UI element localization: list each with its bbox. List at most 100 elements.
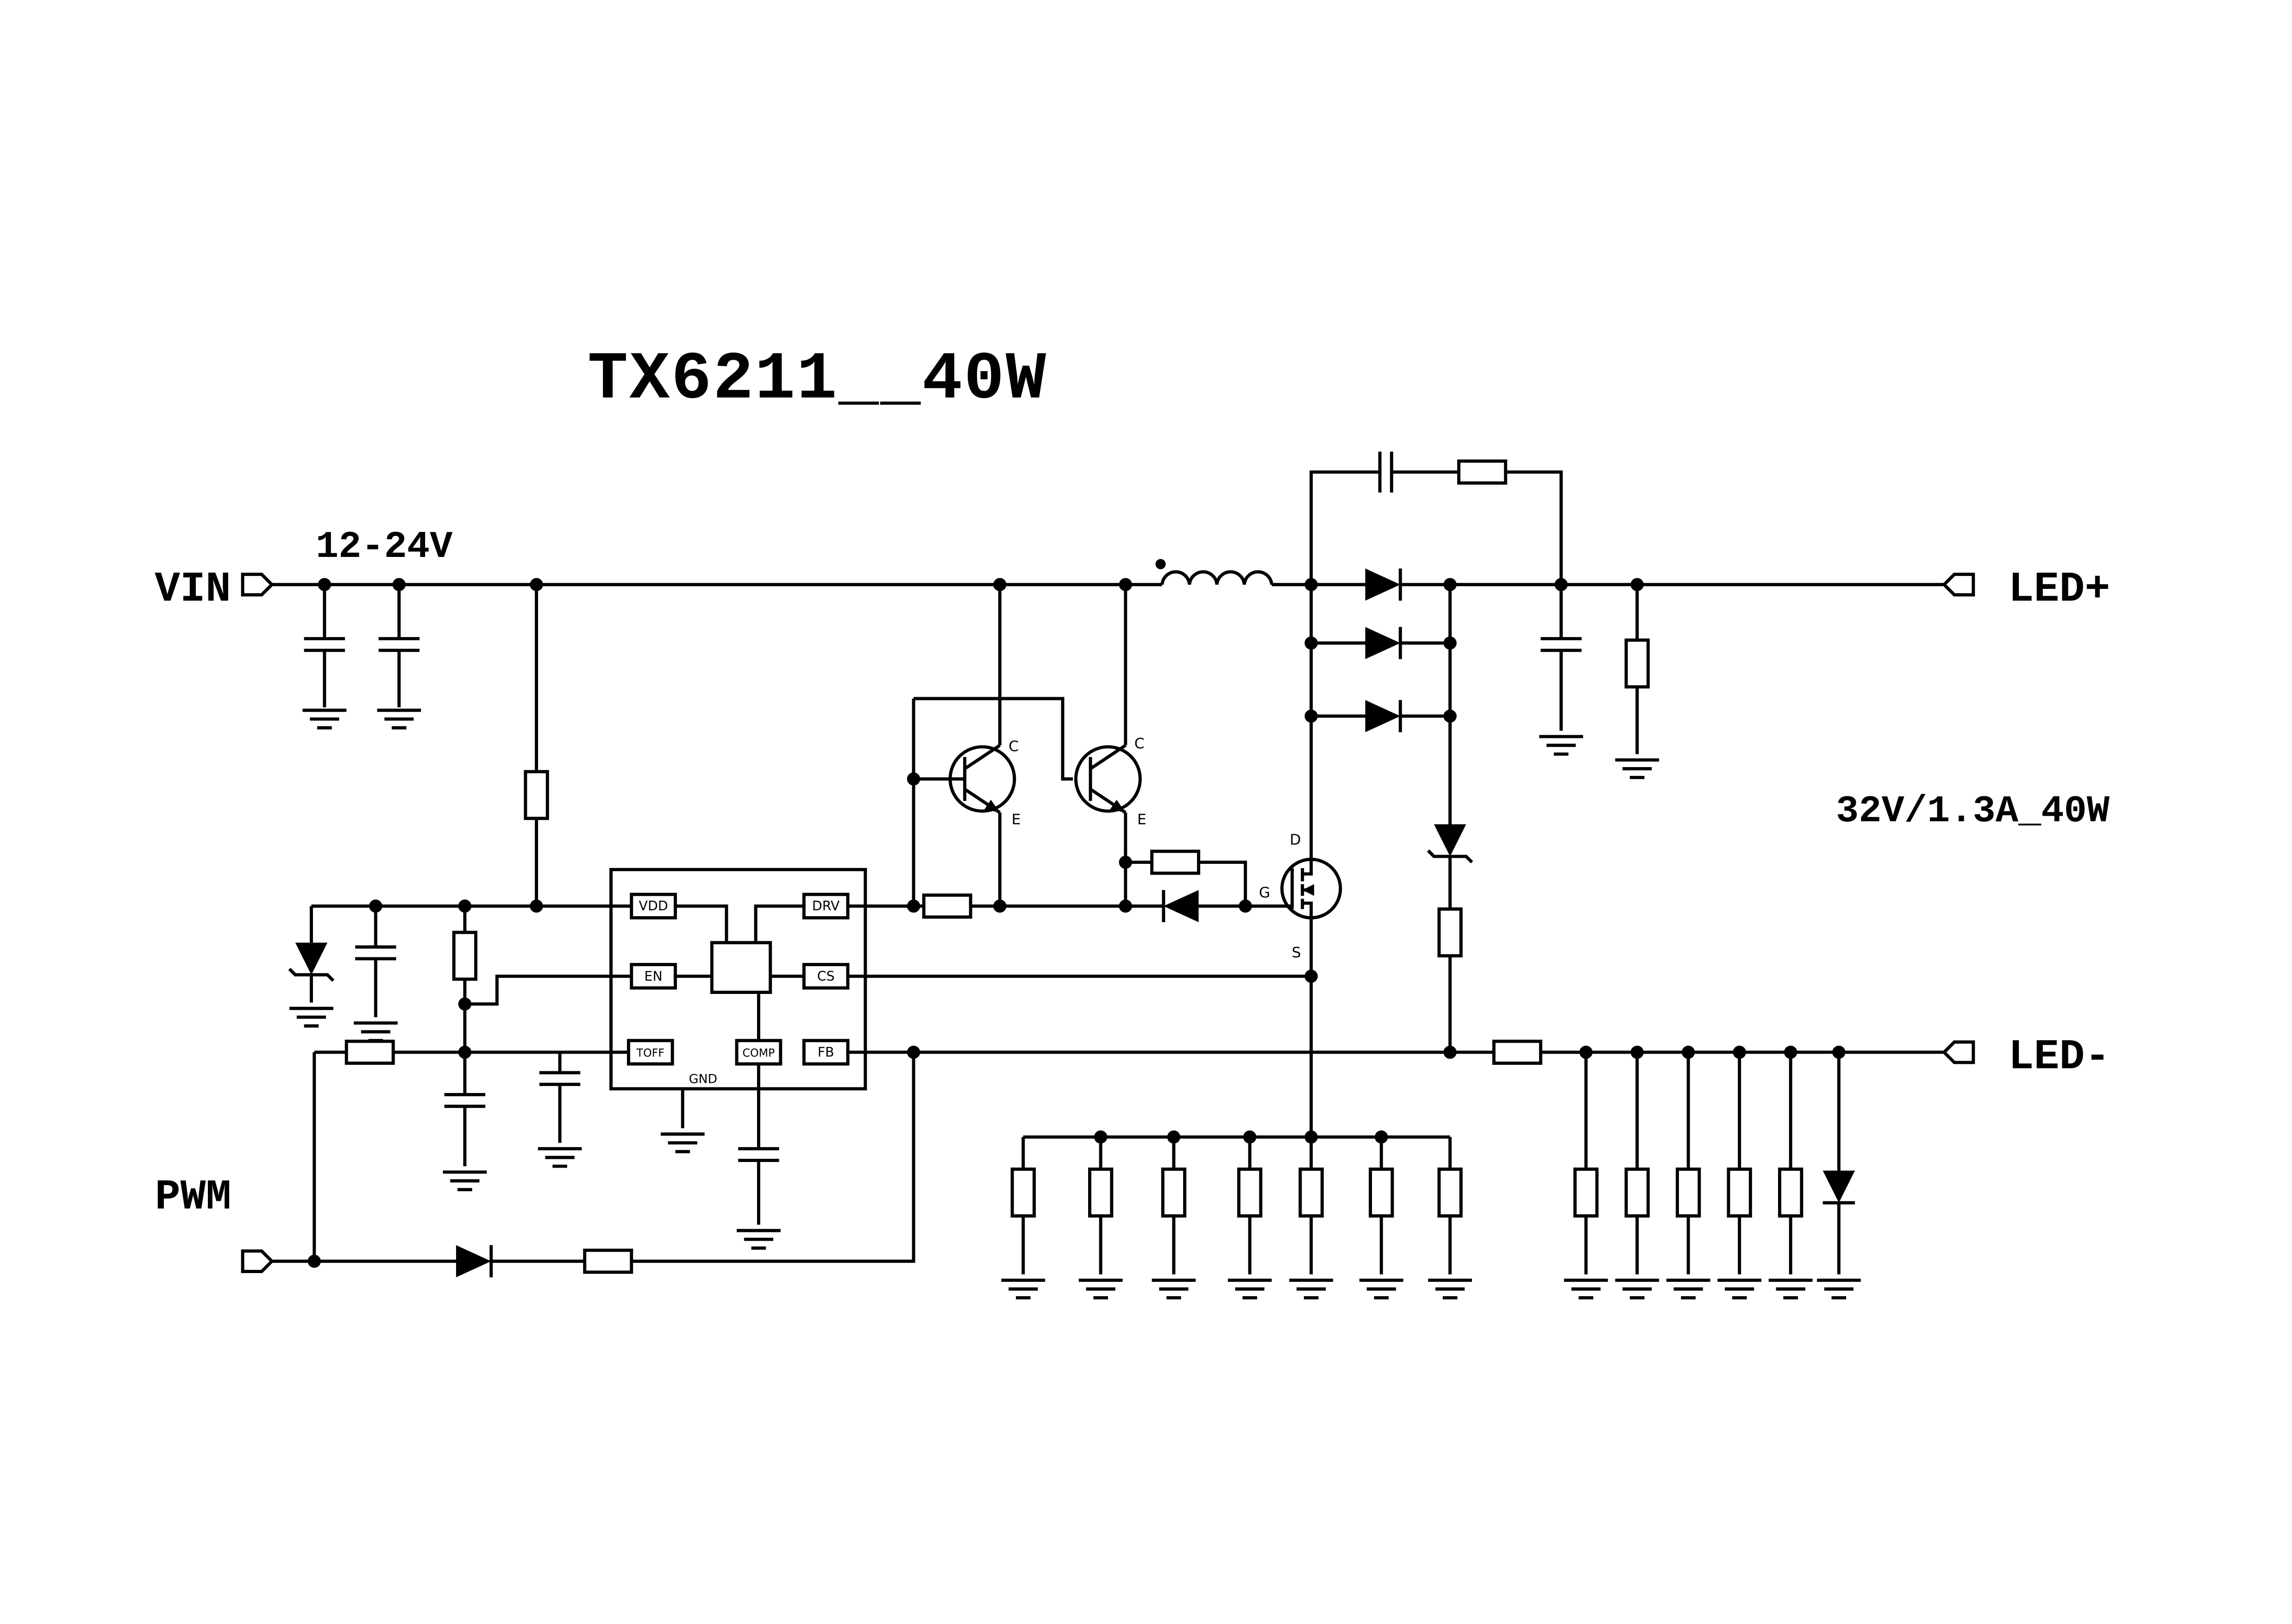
vin-label: VIN <box>155 566 231 613</box>
fb-resistor <box>1439 909 1461 956</box>
output-bleed-resistor <box>1626 640 1648 687</box>
components <box>243 451 1973 1298</box>
led-minus-terminal <box>1944 1042 1973 1062</box>
fb-series-resistor <box>1494 1041 1541 1063</box>
ground-icon <box>661 1134 705 1152</box>
ground-icon <box>1769 1280 1813 1298</box>
rectifier-diode-2 <box>1365 627 1401 659</box>
ic-pin-cs: CS <box>817 968 835 984</box>
ground-icon <box>1001 1280 1045 1298</box>
snubber-wires <box>1309 470 1563 585</box>
input-cap-wires <box>323 584 401 707</box>
pwm-line-wires <box>272 1052 915 1263</box>
ic-internal-wires <box>675 904 804 1041</box>
q2-collector-label: C <box>1134 735 1145 752</box>
pwm-series-resistor <box>585 1250 632 1272</box>
fb-divider-resistor-4 <box>1728 1169 1750 1216</box>
mosfet-drain-label: D <box>1290 832 1301 849</box>
output-spec-label: 32V/1.3A_40W <box>1836 790 2110 833</box>
fb-clamp-diode <box>1823 1171 1855 1203</box>
led-plus-label: LED+ <box>2009 566 2110 613</box>
ic-pin-box-en <box>630 963 677 990</box>
sense-resistor-6 <box>1371 1169 1392 1216</box>
ic-pin-box-fb <box>802 1039 850 1066</box>
ground-icon <box>289 1008 333 1026</box>
pwm-label: PWM <box>155 1174 232 1222</box>
ground-icon <box>1359 1280 1403 1298</box>
ground-icon <box>302 710 346 728</box>
ic-controller <box>609 868 867 1091</box>
q1-transistor <box>948 744 1016 814</box>
q2-emitter-label: E <box>1137 811 1146 828</box>
fb-divider-resistor-3 <box>1678 1169 1699 1216</box>
ground-icon <box>1615 760 1659 778</box>
ground-icon <box>1717 1280 1761 1298</box>
en-filter-cap <box>445 1095 485 1106</box>
pwm-terminal <box>243 1251 272 1271</box>
toff-series-resistor <box>346 1041 393 1063</box>
ground-icon <box>377 710 421 728</box>
snubber-resistor <box>1459 461 1506 483</box>
mosfet-arrow <box>1302 884 1315 896</box>
mosfet-source-label: S <box>1292 944 1301 961</box>
ground-icon <box>354 1023 398 1041</box>
q2-emitter-arrow <box>1110 800 1126 813</box>
gate-diode <box>1164 890 1199 922</box>
fb-divider-resistor-1 <box>1575 1169 1597 1216</box>
sense-resistor-1 <box>1012 1169 1034 1216</box>
junction-dots <box>307 578 1846 1268</box>
ic-pin-box-drv <box>802 893 850 919</box>
en-pullup-resistor <box>454 932 476 979</box>
led-minus-label: LED- <box>2009 1034 2110 1081</box>
sense-resistor-7 <box>1439 1169 1461 1216</box>
sense-resistor-5 <box>1300 1169 1322 1216</box>
ic-pin-box-comp <box>735 1039 783 1066</box>
ic-pin-box-vdd <box>630 893 677 919</box>
fb-zener <box>1428 824 1472 862</box>
ground-icon <box>443 1172 487 1190</box>
ic-pin-vdd: VDD <box>639 899 668 914</box>
wire-segments <box>272 470 1944 1274</box>
ic-pin-gnd: GND <box>689 1072 718 1086</box>
input-cap-2 <box>379 639 420 650</box>
pwm-diode <box>456 1245 491 1277</box>
gate-speedup-resistor <box>1152 851 1199 873</box>
en-pin-wires <box>464 974 632 1006</box>
inductor <box>1155 559 1273 585</box>
ic-pin-drv: DRV <box>812 899 840 914</box>
q2-transistor <box>1074 744 1142 814</box>
sense-resistor-3 <box>1163 1169 1184 1216</box>
vdd-cap <box>355 947 396 959</box>
base-network-wires <box>912 697 1073 906</box>
rectifier-column-wires <box>1309 584 1452 718</box>
ground-icon <box>1289 1280 1333 1298</box>
gate-series-resistor <box>924 895 971 917</box>
output-cap <box>1541 639 1581 650</box>
input-cap-1 <box>304 639 345 650</box>
ic-pin-comp: COMP <box>743 1046 775 1059</box>
schematic-title: TX6211__40W <box>588 342 1047 418</box>
ic-pin-box-cs <box>802 963 850 990</box>
ground-icon <box>538 1149 582 1166</box>
rectifier-diode-1 <box>1365 568 1401 600</box>
power-mosfet <box>1280 857 1342 919</box>
sense-bank-vertical-wires <box>1021 1137 1452 1274</box>
vin-range-label: 12-24V <box>316 525 453 568</box>
ic-outline <box>609 868 867 1091</box>
inductor-polarity-dot <box>1155 559 1166 569</box>
fb-divider-resistor-5 <box>1780 1169 1802 1216</box>
fb-divider-resistor-2 <box>1626 1169 1648 1216</box>
comp-cap <box>738 1149 779 1160</box>
q1-emitter-label: E <box>1012 811 1021 828</box>
ground-icon <box>1564 1280 1608 1298</box>
ground-icon <box>1615 1280 1659 1298</box>
ic-core-block <box>710 941 772 994</box>
vin-terminal <box>243 575 272 595</box>
q1-collector-label: C <box>1008 738 1019 755</box>
labels: TX6211__40W VIN 12-24V PWM LED+ LED- 32V… <box>155 342 2110 1222</box>
ground-icon <box>1079 1280 1123 1298</box>
ground-icon <box>1817 1280 1861 1298</box>
divider-bank-wires <box>1584 1052 1792 1274</box>
